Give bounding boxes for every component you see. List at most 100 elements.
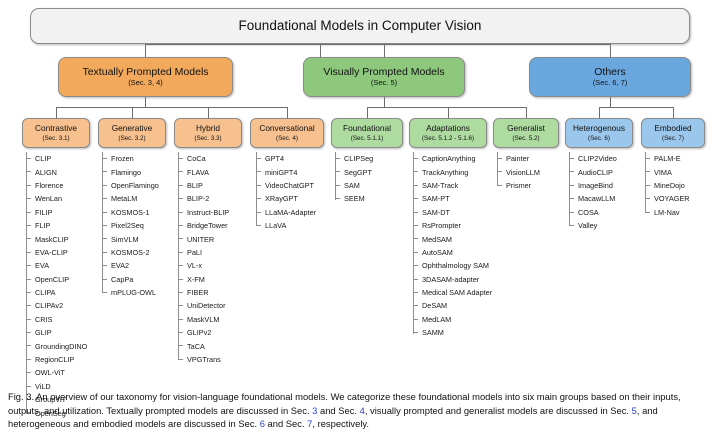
leaf-item: VPGTrans <box>178 353 229 366</box>
leaf-item: XRayGPT <box>256 192 316 205</box>
leaf-tick-icon <box>413 224 418 226</box>
leaf-item: GroundingDINO <box>26 339 87 352</box>
leaf-tick-icon <box>645 211 650 213</box>
category-contrastive: Contrastive (Sec. 3.1) <box>22 118 90 148</box>
caption-sec-7[interactable]: 7 <box>307 418 313 430</box>
leaf-item: OpenFlamingo <box>102 179 159 192</box>
leaf-tick-icon <box>178 224 183 226</box>
leaf-item-label: OWL-ViT <box>35 368 65 378</box>
leaf-tick-icon <box>645 198 650 200</box>
leaf-tick-icon <box>497 158 502 159</box>
leaf-item-label: FLAVA <box>187 167 210 177</box>
leaf-item-label: PALM-E <box>654 154 681 164</box>
category-label: Heterogenous <box>572 123 626 134</box>
category-section: (Sec. 6) <box>587 134 611 142</box>
caption-sec-5[interactable]: 5 <box>631 404 637 416</box>
leaf-tick-icon <box>645 171 650 173</box>
leaf-tick-icon <box>26 265 31 267</box>
leaf-item: OpenCLIP <box>26 273 87 286</box>
leaf-tick-icon <box>256 224 261 226</box>
connector-to-heterogenous <box>599 107 600 118</box>
leaf-tick-icon <box>26 385 31 387</box>
leaf-item-label: SAM-Track <box>422 180 459 190</box>
leaf-tick-icon <box>26 171 31 173</box>
leaf-tick-icon <box>256 198 261 200</box>
connector-visual-stem <box>384 97 385 107</box>
caption-sec-3[interactable]: 3 <box>312 404 318 416</box>
connector-textual-stem <box>145 97 146 107</box>
leaf-spine <box>256 152 257 227</box>
connector-root-to-visual <box>384 44 385 57</box>
leaf-item-label: CLIPAv2 <box>35 301 64 311</box>
leaf-tick-icon <box>26 399 31 401</box>
leaf-tick-icon <box>335 184 340 186</box>
leaf-tick-icon <box>178 318 183 320</box>
leaf-item: CLIPSeg <box>335 152 373 165</box>
leaf-tick-icon <box>178 158 183 159</box>
leaf-item-label: KOSMOS-1 <box>111 207 150 217</box>
leaf-tick-icon <box>178 305 183 307</box>
leaf-tick-icon <box>178 184 183 186</box>
leaf-tick-icon <box>569 224 574 226</box>
leaf-item: CLIPA <box>26 286 87 299</box>
connector-root-stem <box>320 44 321 57</box>
leaf-item-label: XRayGPT <box>265 194 298 204</box>
leaf-tick-icon <box>102 171 107 173</box>
leaf-spine <box>178 152 179 361</box>
leaf-item: TrackAnything <box>413 165 492 178</box>
leaf-item: VIMA <box>645 165 690 178</box>
leaf-item: CLIP <box>26 152 87 165</box>
leaf-item: TaCA <box>178 339 229 352</box>
leaf-item: SimVLM <box>102 232 159 245</box>
leaf-item-label: GLIPv2 <box>187 328 212 338</box>
leaf-item-label: SEEM <box>344 194 365 204</box>
leaf-item-label: BLIP-2 <box>187 194 210 204</box>
leaf-tick-icon <box>178 211 183 213</box>
leaf-spine <box>335 152 336 200</box>
leaf-tick-icon <box>102 291 107 293</box>
category-section: (Sec. 3.2) <box>118 134 146 142</box>
leaf-tick-icon <box>26 251 31 253</box>
leaf-item-label: SimVLM <box>111 234 139 244</box>
category-section: (Sec. 7) <box>661 134 685 142</box>
leaf-tick-icon <box>178 291 183 293</box>
leaf-item: SAM-PT <box>413 192 492 205</box>
leaf-item: FIBER <box>178 286 229 299</box>
leaf-tick-icon <box>178 251 183 253</box>
leaf-item: Ophthalmology SAM <box>413 259 492 272</box>
leaf-tick-icon <box>569 171 574 173</box>
leaf-item-label: SAMM <box>422 328 444 338</box>
caption-sec-4[interactable]: 4 <box>359 404 365 416</box>
leaf-tick-icon <box>178 345 183 347</box>
caption-sec-6[interactable]: 6 <box>259 418 265 430</box>
leaf-item-label: Flamingo <box>111 167 142 177</box>
leaf-item-label: EVA-CLIP <box>35 247 68 257</box>
leaf-tick-icon <box>497 171 502 173</box>
tier2-textually-prompted-models: Textually Prompted Models (Sec. 3, 4) <box>58 57 233 97</box>
category-label: Foundational <box>343 123 391 134</box>
leaf-tick-icon <box>569 211 574 213</box>
leaf-item-label: MetaLM <box>111 194 138 204</box>
leaf-item-label: 3DASAM-adapter <box>422 274 480 284</box>
tier2-section: (Sec. 6, 7) <box>592 78 628 88</box>
leaf-item: Flamingo <box>102 165 159 178</box>
leaf-item: BLIP-2 <box>178 192 229 205</box>
leaf-item-label: CoCa <box>187 154 206 164</box>
caption-mid-d: and Sec. <box>264 418 308 430</box>
tier2-label: Visually Prompted Models <box>323 66 445 79</box>
leaf-item: SAMM <box>413 326 492 339</box>
leaf-item: RsPrompter <box>413 219 492 232</box>
leaf-item: CLIP2Video <box>569 152 617 165</box>
leaf-tick-icon <box>178 171 183 173</box>
leaf-item-label: MaskCLIP <box>35 234 69 244</box>
leaf-item-label: CapPa <box>111 274 134 284</box>
leaf-item-label: CLIP <box>35 154 52 164</box>
leaf-item-label: Medical SAM Adapter <box>422 288 493 298</box>
leaf-item: COSA <box>569 206 617 219</box>
leaf-tick-icon <box>413 305 418 307</box>
leaf-item-label: X-FM <box>187 274 205 284</box>
leaf-item: Florence <box>26 179 87 192</box>
leaf-tick-icon <box>256 211 261 213</box>
leaf-item: VideoChatGPT <box>256 179 316 192</box>
